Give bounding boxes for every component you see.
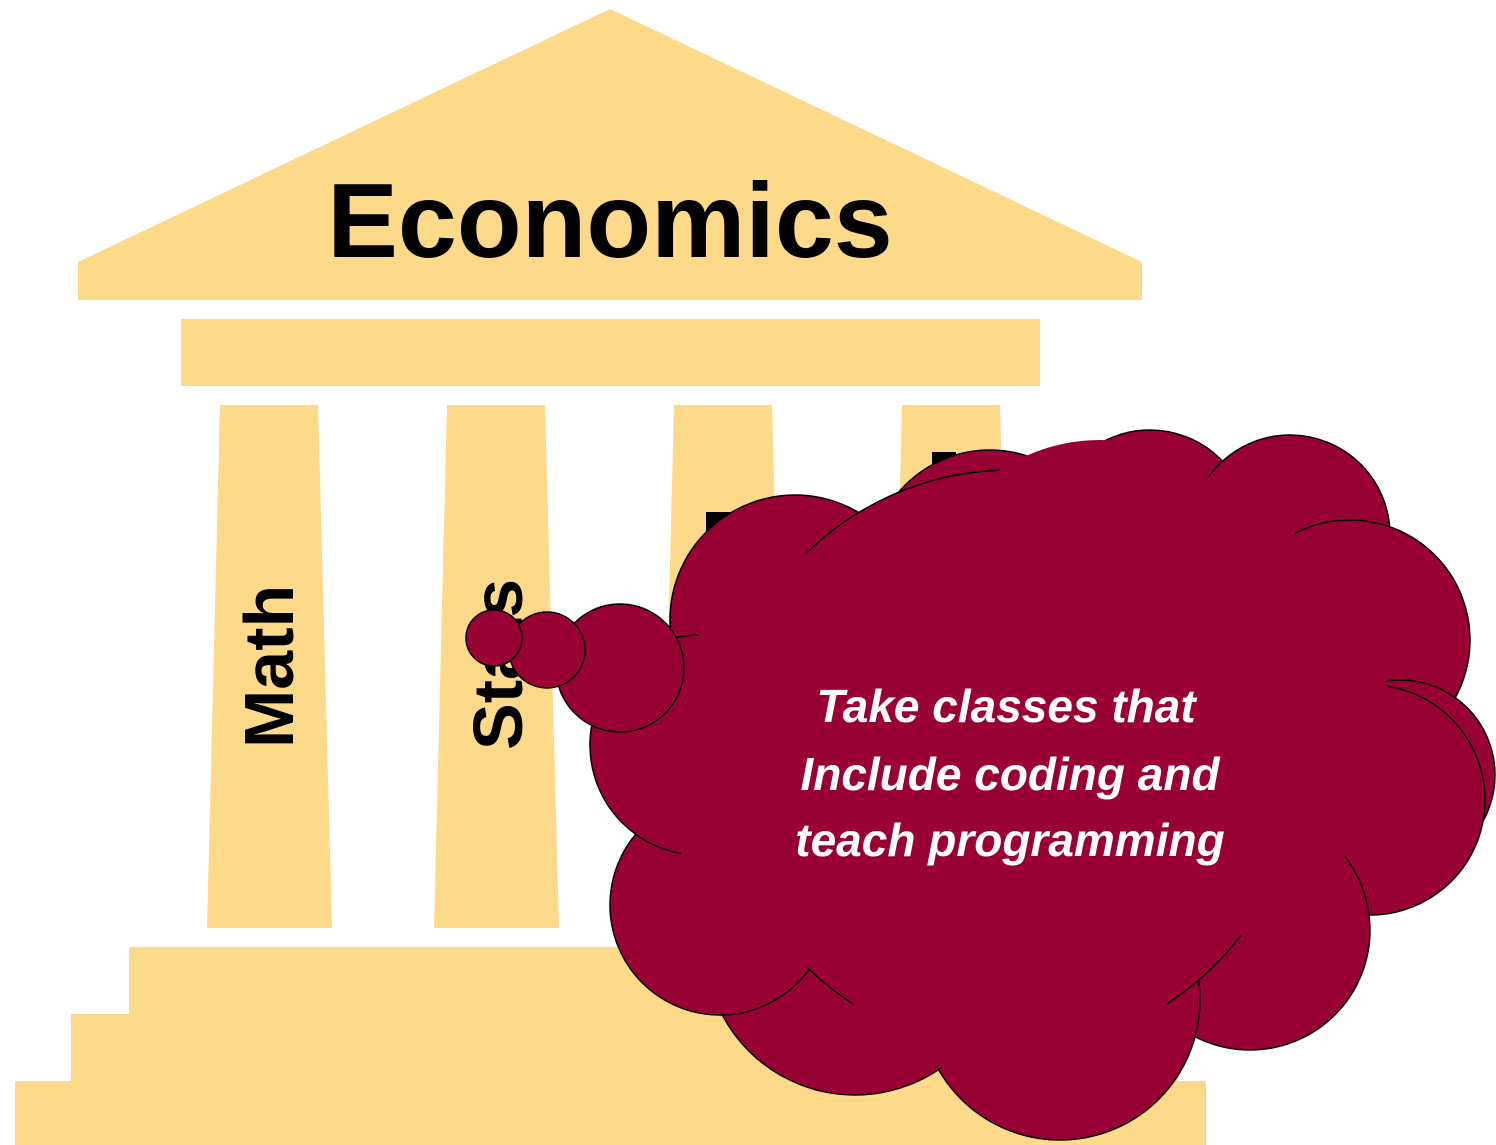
thought-dot-medium <box>508 611 586 689</box>
temple-roof <box>78 9 1142 300</box>
cloud-interior <box>660 440 1390 1080</box>
bubble-line-1: Take classes that <box>816 680 1197 732</box>
pillar-label-math: Math <box>230 585 308 748</box>
pillar-math <box>207 405 332 928</box>
temple-title: Economics <box>327 162 893 280</box>
bubble-line-2: Include coding and <box>800 748 1220 800</box>
thought-dot-small <box>465 609 523 667</box>
thought-bubble: Take classes that Include coding and tea… <box>465 429 1496 1141</box>
temple-entablature <box>181 319 1040 386</box>
bubble-line-3: teach programming <box>795 814 1224 866</box>
